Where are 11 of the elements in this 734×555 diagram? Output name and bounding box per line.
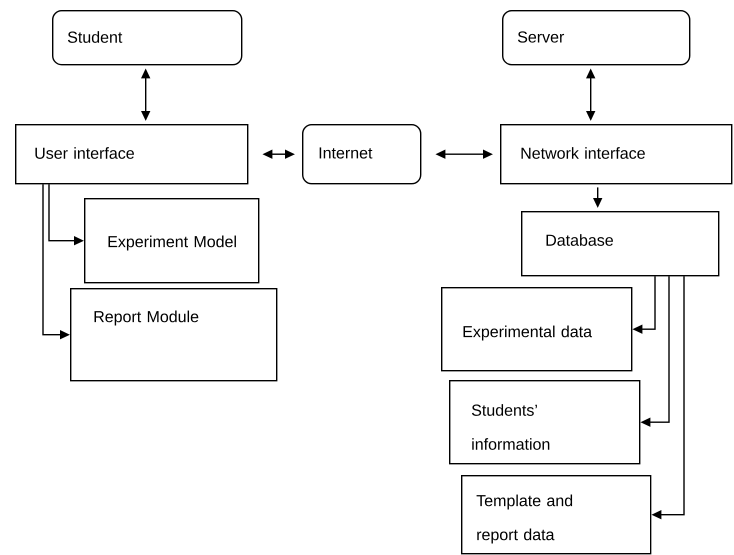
rounded-box: Student <box>52 10 242 66</box>
process-box: Experimental data <box>441 287 632 372</box>
rounded-box: Server <box>502 10 690 66</box>
process-box: User interface <box>15 124 248 184</box>
process-box: Template and report data <box>461 475 652 554</box>
process-box: Experiment Model <box>84 198 260 284</box>
process-box: Database <box>521 211 720 276</box>
process-box: Report Module <box>70 288 278 382</box>
process-box: Students’ information <box>449 380 640 464</box>
process-box: Network interface <box>500 124 732 184</box>
rounded-box: Internet <box>302 124 422 184</box>
